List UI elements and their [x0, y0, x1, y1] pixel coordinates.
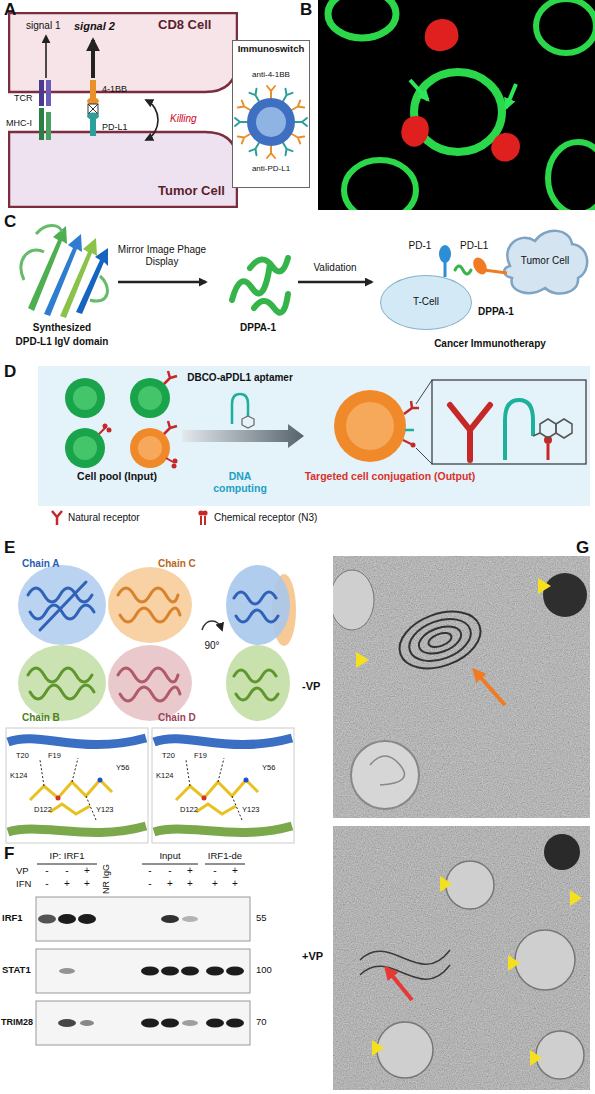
condition-sign: +	[84, 865, 90, 877]
chain-label: Chain D	[158, 712, 196, 724]
receptor-label: PD-1	[409, 240, 432, 252]
cell-region: Tumor Cell	[8, 130, 238, 208]
residue-label: Y123	[242, 806, 260, 815]
node-text: Tumor Cell	[158, 184, 225, 199]
blot-row-label: STAT1	[2, 965, 31, 976]
residue-label: K124	[156, 772, 174, 781]
condition-name: IFN	[16, 879, 31, 890]
node-text: DNA computing	[205, 470, 275, 494]
chain-label: Chain C	[158, 558, 196, 570]
antibody-label: anti-4-1BB	[252, 70, 290, 79]
node-text: Cell pool (Input)	[77, 470, 157, 482]
receptor-label: TCR	[14, 93, 33, 103]
condition-sign: -	[148, 878, 151, 890]
residue-label: D122	[34, 806, 52, 815]
node-text: Targeted cell conjugation (Output)	[301, 470, 479, 482]
panel-letter: A	[4, 0, 16, 20]
antibody-label: anti-PD-L1	[252, 164, 290, 173]
chain-label: Chain A	[22, 558, 59, 570]
condition-sign: +	[187, 865, 193, 877]
node-text: DBCO-aPDL1 aptamer	[187, 372, 293, 384]
node-text: T-Cell	[413, 296, 439, 308]
panel-letter: F	[4, 844, 14, 864]
residue-label: Y123	[96, 806, 114, 815]
blot-row-label: IRF1	[2, 913, 23, 924]
condition-sign: +	[232, 865, 238, 877]
condition-sign: +	[167, 878, 173, 890]
residue-label: F19	[194, 752, 207, 761]
blot-header: IRF1-de	[208, 851, 242, 862]
condition-sign: -	[148, 865, 151, 877]
step-label: Validation	[313, 262, 356, 274]
blot-row-label: TRIM28	[1, 1017, 33, 1027]
rotation-label: 90°	[204, 640, 219, 652]
condition-sign: -	[168, 865, 171, 877]
panel-letter: D	[4, 362, 16, 382]
panel-box: DBCO-aPDL1 aptamerCell pool (Input) DNA c…	[38, 366, 590, 506]
condition-label: +VP	[302, 950, 323, 963]
panel-letter: G	[576, 538, 589, 558]
residue-label: Y56	[116, 764, 129, 773]
condition-name: VP	[16, 866, 29, 877]
peptide-label: DPPA-1	[478, 306, 514, 318]
molecular-weight: 100	[256, 965, 272, 976]
condition-label: -VP	[302, 680, 320, 693]
node-text: CD8 Cell	[158, 18, 211, 33]
condition-sign: +	[64, 878, 70, 890]
tumor-cell: Tumor Cell	[500, 226, 590, 298]
condition-sign: -	[45, 878, 48, 890]
receptor-label: MHC-I	[6, 118, 32, 128]
condition-sign: +	[187, 878, 193, 890]
condition-sign: +	[212, 878, 218, 890]
caption-label: Cancer Immunotherapy	[434, 338, 546, 350]
cell-ellipse: T-Cell	[380, 275, 472, 330]
panel-letter: E	[4, 538, 15, 558]
killing-label: Killing	[170, 113, 197, 125]
legend-swatch	[50, 509, 64, 527]
condition-sign: -	[213, 865, 216, 877]
condition-sign: -	[45, 865, 48, 877]
residue-label: Y56	[262, 764, 275, 773]
condition-sign: +	[84, 878, 90, 890]
condition-sign: -	[65, 865, 68, 877]
node-text: Tumor Cell	[521, 255, 570, 267]
blot-header: NR IgG	[101, 864, 111, 894]
legend-text: Chemical receptor (N3)	[214, 512, 317, 524]
panel-letter: B	[300, 0, 312, 20]
molecular-weight: 70	[256, 1017, 267, 1028]
residue-label: T20	[16, 752, 29, 761]
receptor-label: PD-L1	[460, 240, 488, 252]
step-label: Mirror Image Phage Display	[116, 244, 208, 267]
residue-label: D122	[180, 806, 198, 815]
caption-label: DPD-L1 IgV domain	[16, 336, 109, 348]
node-text: Immunoswitch	[238, 44, 305, 55]
receptor-label: PD-L1	[102, 122, 128, 132]
residue-label: F19	[48, 752, 61, 761]
caption-label: Synthesized	[33, 322, 91, 334]
residue-label: K124	[10, 772, 28, 781]
signal-label: signal 1	[26, 20, 60, 32]
panel-letter: C	[4, 212, 16, 232]
receptor-label: 4-1BB	[102, 84, 127, 94]
caption-label: DPPA-1	[240, 322, 276, 334]
legend-swatch	[196, 509, 210, 527]
blot-header: Input	[159, 851, 180, 862]
signal-label: signal 2	[74, 20, 115, 33]
residue-label: T20	[162, 752, 175, 761]
condition-sign: +	[232, 878, 238, 890]
chain-label: Chain B	[22, 712, 60, 724]
molecular-weight: 55	[256, 913, 267, 924]
blot-header: IP: IRF1	[50, 851, 85, 862]
legend-text: Natural receptor	[68, 512, 140, 524]
